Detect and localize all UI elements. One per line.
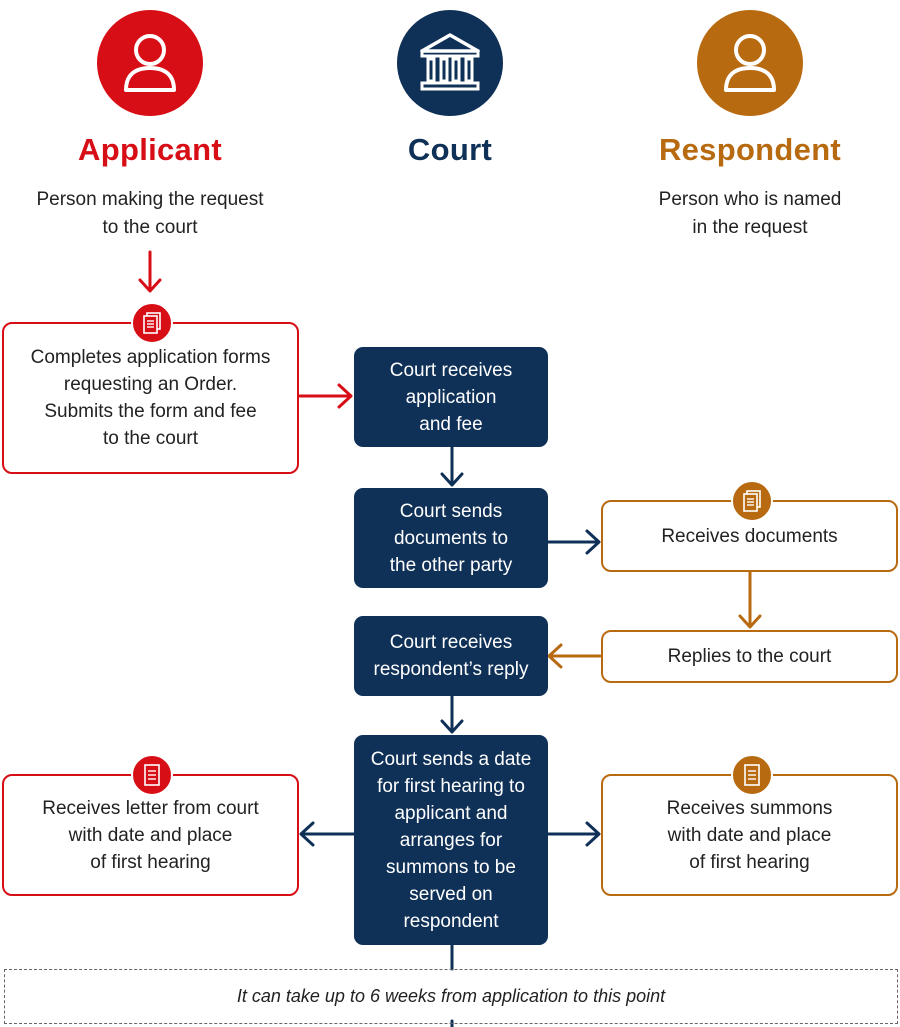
- respondent-description: Person who is named in the request: [658, 189, 842, 238]
- arrow-court-to-respondent-summons: [546, 821, 601, 847]
- arrow-court-to-respondent-docs: [546, 529, 601, 555]
- applicant-avatar: [97, 10, 203, 116]
- applicant-application-step: Completes application forms requesting a…: [2, 322, 299, 474]
- applicant-heading: Applicant: [78, 132, 222, 167]
- person-icon: [724, 34, 776, 92]
- arrow-reply-to-court: [547, 643, 602, 669]
- courthouse-icon: [420, 33, 480, 91]
- arrow-court-reply-to-date: [440, 694, 464, 734]
- document-icon: [731, 480, 773, 522]
- arrow-applicant-to-form: [138, 250, 162, 293]
- court-receives-reply-step: Court receives respondent’s reply: [354, 616, 548, 696]
- respondent-avatar: [697, 10, 803, 116]
- letter-icon: [731, 754, 773, 796]
- court-receives-application-step: Court receives application and fee: [354, 347, 548, 447]
- arrow-form-to-court: [298, 383, 353, 409]
- arrow-court-receive-to-send: [440, 445, 464, 487]
- court-sends-documents-step: Court sends documents to the other party: [354, 488, 548, 588]
- respondent-receives-summons-step: Receives summons with date and place of …: [601, 774, 898, 896]
- letter-icon: [131, 754, 173, 796]
- person-icon: [124, 34, 176, 92]
- arrow-court-to-applicant-letter: [299, 821, 356, 847]
- timing-note: It can take up to 6 weeks from applicati…: [4, 969, 898, 1024]
- court-avatar: [397, 10, 503, 116]
- court-heading: Court: [407, 132, 493, 167]
- respondent-heading: Respondent: [658, 132, 842, 167]
- court-sends-date-step: Court sends a date for first hearing to …: [354, 735, 548, 945]
- arrow-respondent-docs-to-reply: [738, 570, 762, 629]
- document-icon: [131, 302, 173, 344]
- respondent-replies-step: Replies to the court: [601, 630, 898, 683]
- applicant-description: Person making the request to the court: [36, 189, 264, 238]
